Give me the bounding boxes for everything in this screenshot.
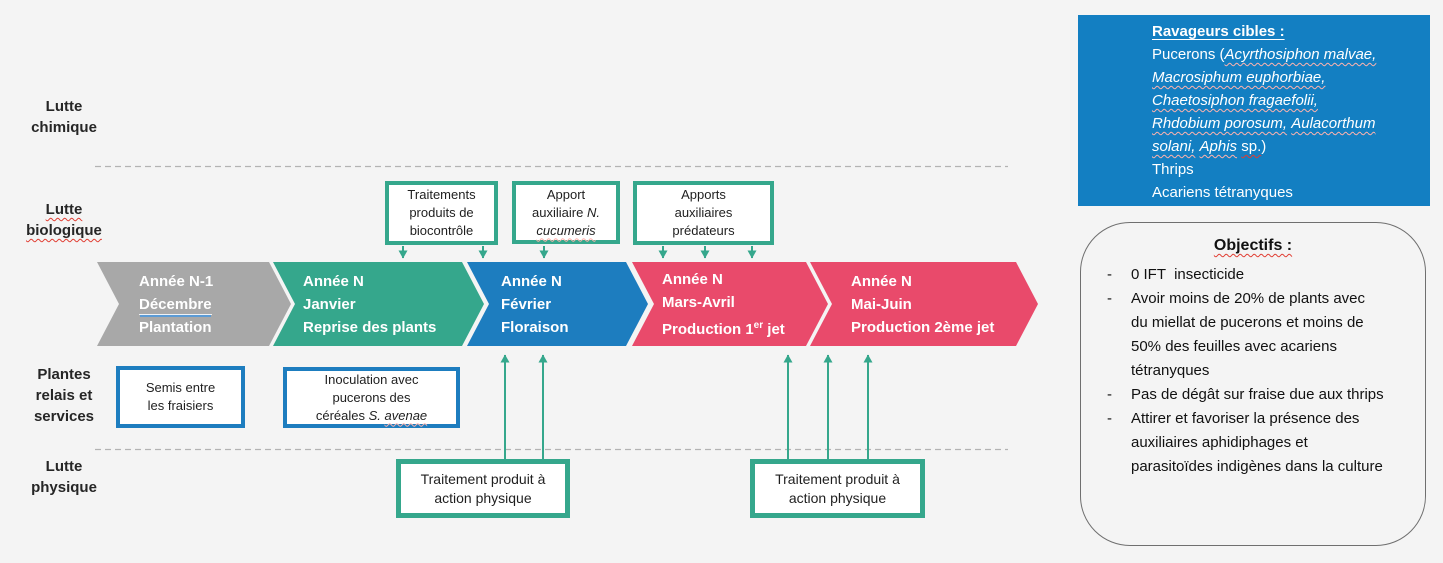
chevron-plantation <box>97 262 291 346</box>
physical-up-arrows <box>500 354 873 459</box>
chevron-production-2eme-jet <box>810 262 1038 346</box>
panel-objectifs: Objectifs : -0 IFT insecticide-Avoir moi… <box>1080 222 1426 546</box>
objectifs-title: Objectifs : <box>1213 237 1293 254</box>
ravageurs-title: Ravageurs cibles : <box>1152 23 1285 40</box>
chevron-reprise <box>273 262 484 346</box>
biocontrol-down-arrows <box>398 246 757 259</box>
dashed-separators <box>95 165 1008 451</box>
objectifs-list: -0 IFT insecticide-Avoir moins de 20% de… <box>1107 266 1384 475</box>
ravageurs-list: Pucerons (Acyrthosiphon malvae,Macrosiph… <box>1152 46 1377 201</box>
chevron-floraison <box>467 262 648 346</box>
chevron-production-1er-jet <box>632 262 828 346</box>
panel-ravageurs-cibles: Ravageurs cibles : Pucerons (Acyrthosiph… <box>1078 15 1430 206</box>
